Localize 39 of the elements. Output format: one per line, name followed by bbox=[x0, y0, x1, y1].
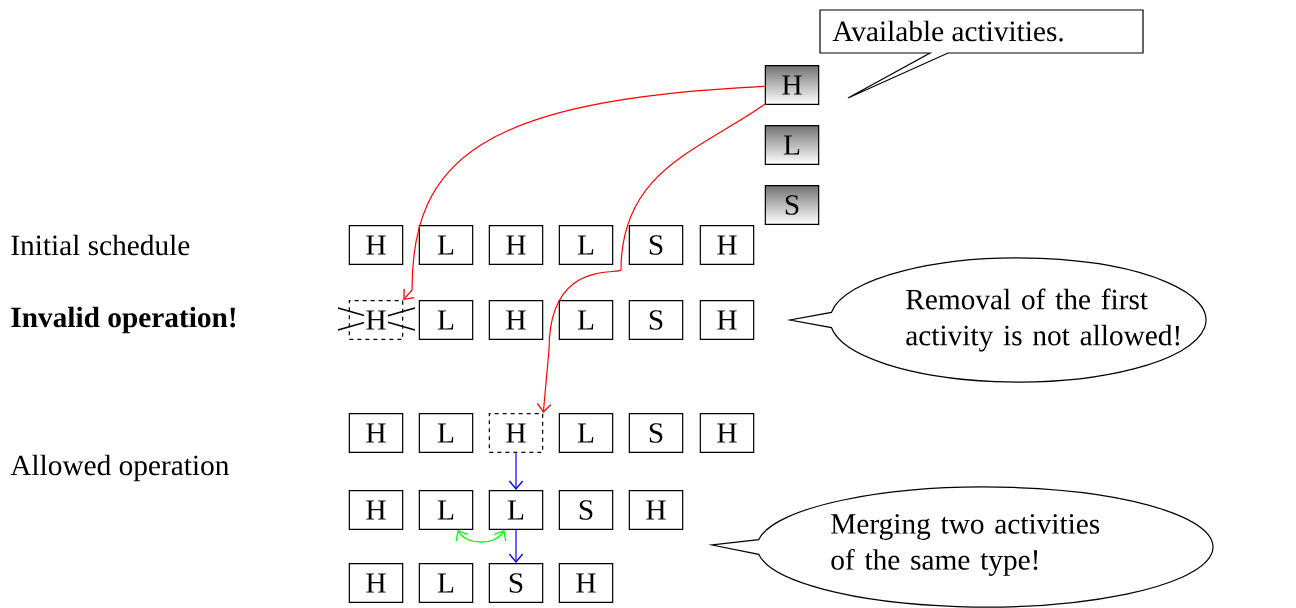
activity-box: H bbox=[764, 65, 820, 105]
activity-box: L bbox=[418, 225, 474, 265]
arrow bbox=[403, 85, 766, 301]
dashed-activity-box: H bbox=[488, 413, 544, 453]
activity-box: H bbox=[348, 563, 404, 603]
activity-box: L bbox=[764, 125, 820, 165]
activity-box: H bbox=[348, 413, 404, 453]
arrow bbox=[508, 529, 524, 564]
activity-box: L bbox=[418, 490, 474, 530]
activity-box: H bbox=[628, 490, 684, 530]
activity-box: H bbox=[488, 300, 544, 340]
activity-box: L bbox=[488, 490, 544, 530]
activity-box: H bbox=[699, 300, 755, 340]
activity-box: H bbox=[699, 225, 755, 265]
crossed-out-box: H bbox=[337, 300, 416, 340]
activity-box: H bbox=[488, 225, 544, 265]
activity-box: L bbox=[558, 225, 614, 265]
activity-box: S bbox=[764, 185, 820, 225]
activity-box: H bbox=[699, 413, 755, 453]
activity-box: H bbox=[348, 225, 404, 265]
activity-box: L bbox=[418, 300, 474, 340]
activity-box: S bbox=[628, 225, 684, 265]
callout-box: Available activities. bbox=[819, 9, 1144, 99]
arrow bbox=[536, 103, 766, 414]
activity-box: S bbox=[558, 490, 614, 530]
arrow bbox=[508, 452, 524, 491]
row-label: Initial schedule bbox=[11, 234, 190, 256]
activity-box: L bbox=[418, 413, 474, 453]
arrow bbox=[455, 529, 507, 543]
activity-box: S bbox=[488, 563, 544, 603]
activity-box: H bbox=[348, 490, 404, 530]
activity-box: S bbox=[628, 300, 684, 340]
activity-box: L bbox=[558, 413, 614, 453]
row-label: Allowed operation bbox=[10, 454, 229, 482]
activity-box: H bbox=[558, 563, 614, 603]
row-label: Invalid operation! bbox=[11, 306, 236, 334]
activity-box: L bbox=[558, 300, 614, 340]
activity-box: S bbox=[628, 413, 684, 453]
activity-box: L bbox=[418, 563, 474, 603]
